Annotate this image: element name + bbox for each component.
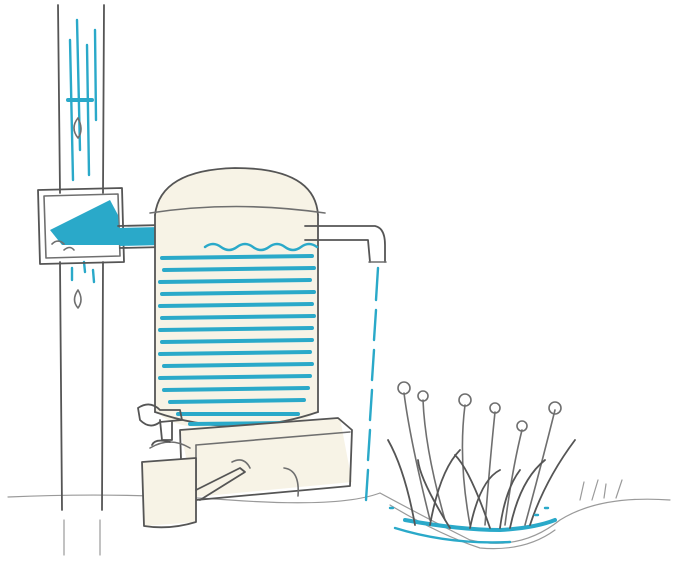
ground-line xyxy=(8,493,670,549)
downspout-pipe xyxy=(58,5,104,555)
stand-block xyxy=(180,418,352,500)
rain-diverter xyxy=(38,188,124,264)
rain-barrel xyxy=(150,168,325,430)
rain-garden-plants xyxy=(388,382,622,542)
